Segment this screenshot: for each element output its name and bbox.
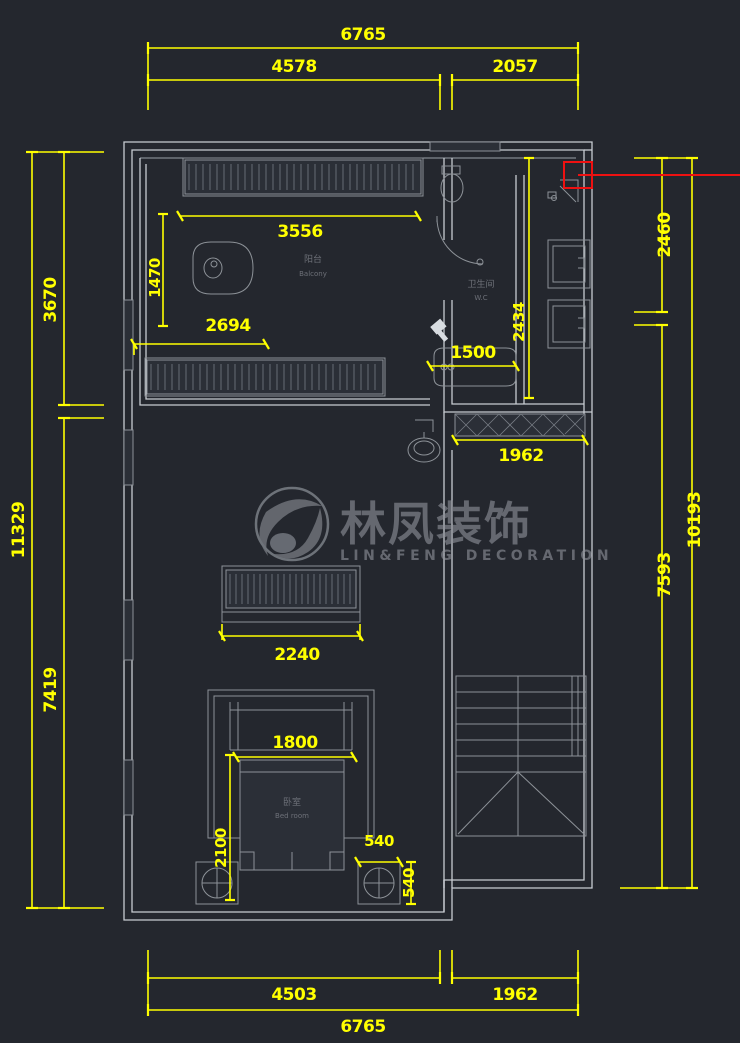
top-dimension-chain: 6765 4578 2057 (146, 25, 580, 110)
room-label-bedroom-cn: 卧室 (283, 796, 301, 808)
room-label-balcony-cn: 阳台 (304, 253, 322, 265)
dim-nightstand-depth: 540 (400, 868, 418, 898)
dim-kitchen-counter: 1962 (498, 446, 543, 466)
dim-bed-width: 1800 (272, 733, 318, 753)
bottom-dimension-chain: 4503 1962 6765 (146, 950, 580, 1037)
fixture-icon (430, 318, 449, 342)
kitchen-counter: 1962 (451, 413, 589, 466)
right-dimension-chain: 10193 2460 7593 (620, 156, 705, 890)
dim-bottom-overall: 6765 (340, 1017, 385, 1037)
watermark: 林凤装饰 LIN&FENG DECORATION (254, 486, 613, 564)
dim-sofa-width: 2240 (274, 645, 320, 665)
bedroom-dimensions: 1800 2100 540 540 (212, 733, 418, 906)
dim-left-lower: 7419 (41, 667, 61, 712)
building-walls (123, 141, 593, 921)
dim-right-upper: 2460 (655, 212, 675, 258)
dim-right-overall: 10193 (685, 492, 705, 549)
dim-top-left: 4578 (271, 57, 316, 77)
left-dimension-chain: 11329 3670 7419 (9, 150, 104, 910)
dim-bath-depth: 2434 (510, 302, 528, 342)
dim-right-lower: 7593 (655, 552, 675, 597)
selection-annotation[interactable] (563, 161, 740, 189)
balcony-dimensions: 3556 1470 2694 (130, 210, 422, 355)
dim-top-overall: 6765 (340, 25, 385, 45)
room-bathroom: 卫生间 W.C 1500 2434 (426, 156, 534, 400)
hallway-basin (407, 419, 441, 463)
room-label-balcony-en: Balcony (299, 270, 327, 278)
room-kitchen (547, 179, 591, 349)
watermark-cn: 林凤装饰 (340, 497, 532, 551)
dim-bed-length: 2100 (212, 828, 230, 868)
watermark-en: LIN&FENG DECORATION (340, 548, 613, 564)
dim-tub-length: 1500 (450, 343, 496, 363)
room-label-bathroom-en: W.C (474, 294, 487, 302)
dim-left-overall: 11329 (9, 502, 29, 559)
staircase (455, 675, 587, 837)
living-sofa: 2240 (218, 565, 364, 665)
dim-bottom-right: 1962 (492, 985, 537, 1005)
room-balcony: 阳台 Balcony (144, 157, 424, 397)
dim-top-right: 2057 (492, 57, 537, 77)
dim-balcony-offset: 1470 (146, 258, 164, 298)
dim-left-upper: 3670 (41, 277, 61, 323)
room-label-bathroom-cn: 卫生间 (467, 278, 494, 290)
room-label-bedroom-en: Bed room (275, 812, 309, 820)
dim-nightstand-width: 540 (364, 832, 394, 850)
dim-closet-run: 2694 (205, 316, 251, 336)
dim-bottom-left: 4503 (271, 985, 316, 1005)
room-bedroom: 卧室 Bed room (195, 689, 401, 905)
dim-balcony-width: 3556 (277, 222, 322, 242)
